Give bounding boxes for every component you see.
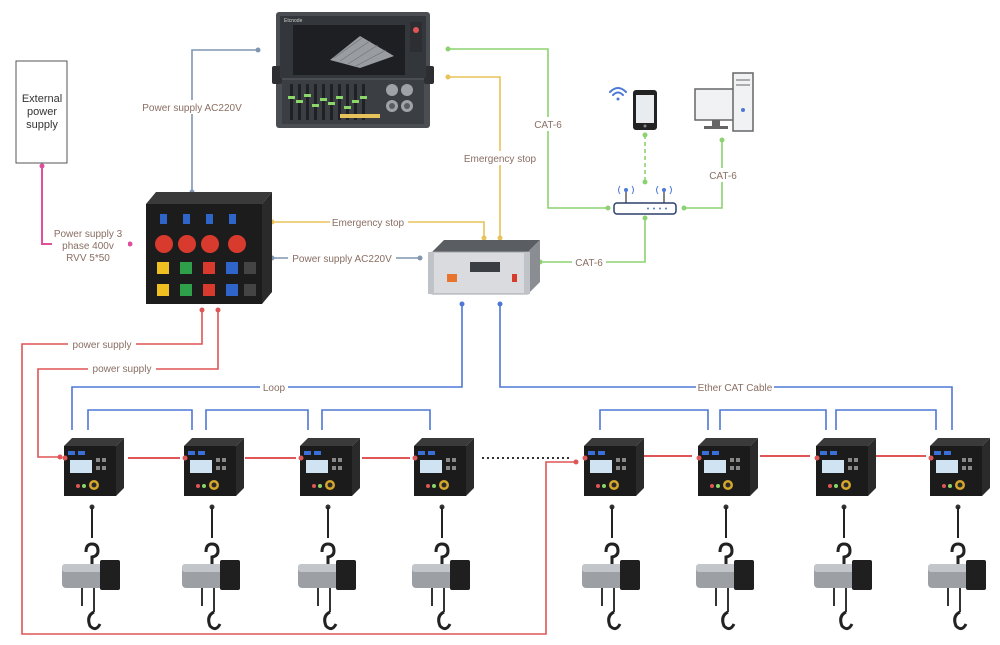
label-emergency-mid: Emergency stop — [332, 218, 405, 229]
ethercat-main — [499, 304, 953, 430]
cat6-rack-line — [540, 218, 646, 263]
label-ps-ac220-mid: Power supply AC220V — [292, 254, 392, 265]
line-labels: Power supply AC220V Emergency stop CAT-6… — [52, 100, 774, 394]
power-distribution-box-icon — [146, 192, 272, 304]
rack-controller-icon — [428, 240, 540, 295]
cat6-console-line — [448, 48, 608, 209]
label-emergency-top: Emergency stop — [464, 154, 537, 165]
power-line-1 — [21, 310, 576, 635]
power-connection-dot — [928, 455, 934, 461]
wifi-icon — [609, 87, 627, 101]
loop-a — [87, 409, 193, 430]
label-cat6-mid: CAT-6 — [575, 258, 603, 269]
hoist-icon — [928, 542, 986, 631]
hoists — [62, 542, 986, 631]
desktop-computer-icon — [694, 72, 754, 132]
label-cat6-right: CAT-6 — [709, 171, 737, 182]
motor-controllers — [62, 438, 990, 538]
label-loop: Loop — [263, 383, 286, 394]
power-connection-dot — [412, 455, 418, 461]
hoist-icon — [814, 542, 872, 631]
console-brand: Etcnode — [284, 18, 303, 24]
control-console-icon: Etcnode — [272, 12, 434, 128]
hoist-icon — [182, 542, 240, 631]
power-line-2 — [37, 310, 219, 458]
external-power-label-1: External — [22, 93, 62, 105]
ac220-console-line — [191, 49, 258, 192]
motor-controller-icon — [582, 438, 644, 538]
power-connection-dot — [62, 455, 68, 461]
power-connection-dot — [814, 455, 820, 461]
motor-controller-icon — [62, 438, 124, 538]
smartphone-icon — [633, 90, 657, 130]
motor-controller-icon — [182, 438, 244, 538]
loop-b — [205, 409, 309, 430]
router-icon — [613, 185, 677, 215]
connection-lines — [21, 48, 953, 635]
hoist-icon — [696, 542, 754, 631]
motor-controller-icon — [298, 438, 360, 538]
motor-controller-icon — [814, 438, 876, 538]
external-power-label-2: power — [27, 106, 57, 118]
external-power-label-3: supply — [26, 119, 58, 131]
emergency-console-line — [448, 76, 501, 238]
motor-controller-icon — [696, 438, 758, 538]
cat6-pc-line — [684, 140, 723, 209]
label-ethercat: Ether CAT Cable — [698, 383, 773, 394]
external-power-supply-box: External power supply — [15, 60, 68, 164]
power-connection-dot — [582, 455, 588, 461]
hoist-icon — [62, 542, 120, 631]
ethercat-c — [835, 409, 937, 430]
ethercat-b — [719, 409, 827, 430]
power-connection-dot — [298, 455, 304, 461]
hoist-icon — [582, 542, 640, 631]
label-ps3-line2: phase 400v — [62, 241, 114, 252]
motor-controller-icon — [928, 438, 990, 538]
hoist-icon — [298, 542, 356, 631]
power-connection-dot — [696, 455, 702, 461]
label-power-supply-1: power supply — [73, 340, 132, 351]
power-connection-dot — [182, 455, 188, 461]
label-cat6-left: CAT-6 — [534, 120, 562, 131]
ethercat-a — [599, 409, 709, 430]
hoist-icon — [412, 542, 470, 631]
motor-controller-icon — [412, 438, 474, 538]
label-ps-ac220-top: Power supply AC220V — [142, 103, 242, 114]
loop-c — [321, 409, 431, 430]
label-ps3-line3: RVV 5*50 — [66, 253, 110, 264]
label-ps3-line1: Power supply 3 — [54, 229, 123, 240]
label-power-supply-2: power supply — [93, 364, 152, 375]
